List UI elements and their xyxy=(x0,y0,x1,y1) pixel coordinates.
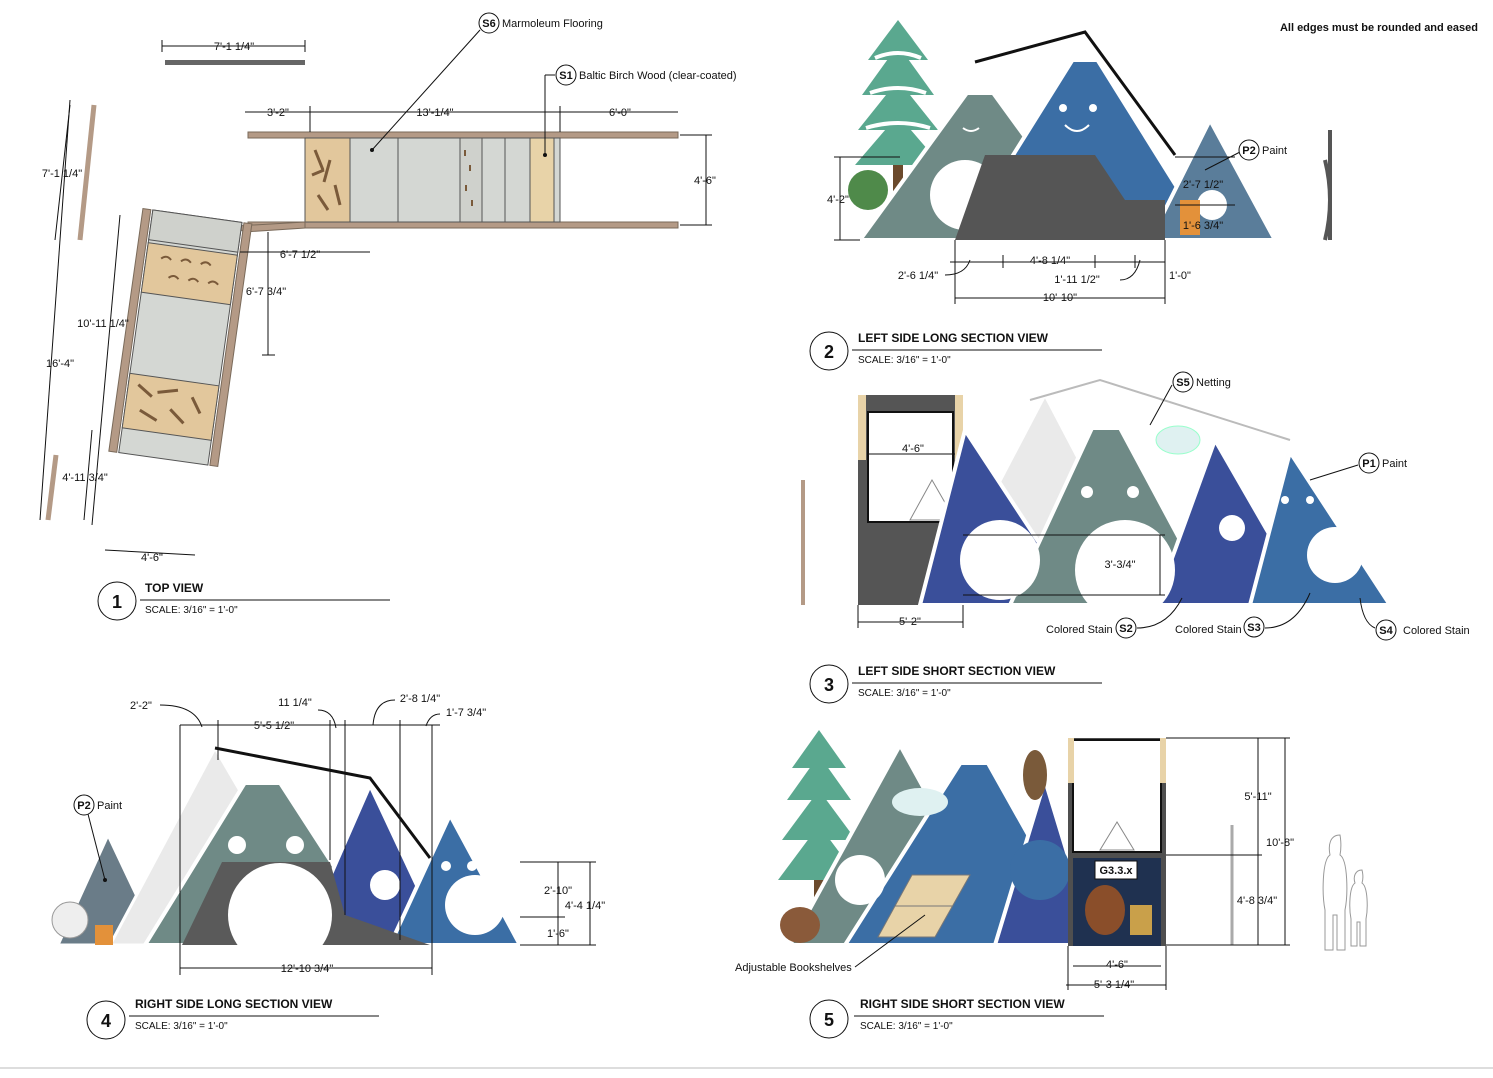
general-note: All edges must be rounded and eased xyxy=(1280,22,1478,34)
view-3-number-circle xyxy=(809,664,849,704)
p2-tag-circle-right xyxy=(73,794,95,816)
s1-tag: S1 xyxy=(559,70,572,82)
dim-v4-9: 12'-10 3/4" xyxy=(281,963,334,975)
view-3-scale: SCALE: 3/16" = 1'-0" xyxy=(858,688,951,699)
view-3-number: 3 xyxy=(824,675,834,695)
dim-v4-2: 11 1/4" xyxy=(278,697,312,709)
view-4-title: RIGHT SIDE LONG SECTION VIEW xyxy=(135,997,333,1011)
dim-top-4: 6'-0" xyxy=(609,107,631,119)
dim-v2-8: 10'-10" xyxy=(1043,292,1077,304)
dim-v2-2: 2'-7 1/2" xyxy=(1183,179,1223,191)
dim-top-6: 7'-1 1/4" xyxy=(42,168,82,180)
p2-tag-circle-top xyxy=(1238,139,1260,161)
view-1-title: TOP VIEW xyxy=(145,581,204,595)
p2-label-top: Paint xyxy=(1262,145,1287,157)
dim-v4-8: 1'-6" xyxy=(547,928,569,940)
dim-top-1: 7'-1 1/4" xyxy=(214,41,254,53)
dim-v3-1: 4'-6" xyxy=(902,443,924,455)
dim-v2-6: 1'-11 1/2" xyxy=(1054,274,1100,286)
p2-tag-top: P2 xyxy=(1242,145,1255,157)
top-view-dimensions xyxy=(39,40,712,556)
dim-top-8: 6'-7 3/4" xyxy=(246,286,286,298)
dim-v5-1: 5'-11" xyxy=(1244,791,1271,803)
dim-v4-4: 1'-7 3/4" xyxy=(446,707,486,719)
p1-label: Paint xyxy=(1382,458,1407,470)
s6-label: Marmoleum Flooring xyxy=(502,18,603,30)
s4-tag: S4 xyxy=(1379,625,1393,637)
dim-v5-3: 4'-8 3/4" xyxy=(1237,895,1277,907)
view-5-number: 5 xyxy=(824,1010,834,1030)
view-3-title: LEFT SIDE SHORT SECTION VIEW xyxy=(858,664,1056,678)
s2-tag-circle xyxy=(1115,617,1137,639)
dim-v3-2: 3'-3/4" xyxy=(1104,559,1135,571)
dim-v4-6: 2'-10" xyxy=(544,885,572,897)
s3-label: Colored Stain xyxy=(1175,624,1242,636)
top-view-drawing xyxy=(45,60,679,521)
s2-label: Colored Stain xyxy=(1046,624,1113,636)
s1-label: Baltic Birch Wood (clear-coated) xyxy=(579,70,737,82)
view-2-title: LEFT SIDE LONG SECTION VIEW xyxy=(858,331,1049,345)
s4-label: Colored Stain xyxy=(1403,625,1470,637)
right-long-section-drawing xyxy=(51,744,524,967)
view-5-scale: SCALE: 3/16" = 1'-0" xyxy=(860,1021,953,1032)
dim-v4-7: 4'-4 1/4" xyxy=(565,900,605,912)
s5-tag: S5 xyxy=(1176,377,1189,389)
bookshelves-label: Adjustable Bookshelves xyxy=(735,962,852,974)
p1-tag-circle xyxy=(1358,452,1380,474)
right-short-section-drawing xyxy=(778,730,1368,951)
view-1-number-circle xyxy=(97,581,137,621)
dim-top-9: 10'-11 1/4" xyxy=(77,318,129,330)
right-short-section-dimensions xyxy=(1066,737,1290,990)
right-long-section-dimensions xyxy=(159,699,596,975)
view-4-number: 4 xyxy=(101,1011,111,1031)
view-4-number-circle xyxy=(86,1000,126,1040)
dim-top-7: 6'-7 1/2" xyxy=(280,249,320,261)
dim-top-2: 3'-2" xyxy=(267,107,289,119)
graphic-tag: G3.3.x xyxy=(1099,865,1133,877)
view-5-title: RIGHT SIDE SHORT SECTION VIEW xyxy=(860,997,1065,1011)
s3-tag: S3 xyxy=(1247,622,1260,634)
dim-v4-5: 5'-5 1/2" xyxy=(254,720,294,732)
s4-tag-circle xyxy=(1375,619,1397,641)
s1-tag-circle xyxy=(555,64,577,86)
dim-top-12: 4'-6" xyxy=(141,552,163,564)
s5-tag-circle xyxy=(1172,371,1194,393)
view-2-number: 2 xyxy=(824,342,834,362)
p2-label-right: Paint xyxy=(97,800,122,812)
view-4-scale: SCALE: 3/16" = 1'-0" xyxy=(135,1021,228,1032)
dim-top-10: 16'-4" xyxy=(46,358,74,370)
dim-v2-4: 4'-8 1/4" xyxy=(1030,255,1070,267)
dim-v2-1: 4'-2" xyxy=(827,194,849,206)
dim-top-3: 13'-1/4" xyxy=(416,107,453,119)
p2-tag-right: P2 xyxy=(77,800,90,812)
dim-v4-1: 2'-2" xyxy=(130,700,152,712)
left-long-section-dimensions xyxy=(834,156,1235,304)
left-short-section-drawing xyxy=(801,378,1394,620)
view-2-scale: SCALE: 3/16" = 1'-0" xyxy=(858,355,951,366)
dim-v5-5: 5'-3 1/4" xyxy=(1094,979,1134,991)
dim-v5-4: 4'-6" xyxy=(1106,959,1128,971)
s2-tag: S2 xyxy=(1119,623,1132,635)
dim-v2-5: 2'-6 1/4" xyxy=(898,270,938,282)
s3-tag-circle xyxy=(1243,616,1265,638)
dim-v5-2: 10'-8" xyxy=(1266,837,1294,849)
graphic-tag-box xyxy=(1094,860,1138,880)
left-short-section-dimensions xyxy=(857,453,1165,628)
s6-tag: S6 xyxy=(482,18,495,30)
view-5-number-circle xyxy=(809,999,849,1039)
left-long-section-drawing xyxy=(848,20,1332,242)
dim-top-5: 4'-6" xyxy=(694,175,716,187)
view-1-scale: SCALE: 3/16" = 1'-0" xyxy=(145,605,238,616)
dim-top-11: 4'-11 3/4" xyxy=(62,472,108,484)
s5-label: Netting xyxy=(1196,377,1231,389)
dim-v2-3: 1'-6 3/4" xyxy=(1183,220,1223,232)
dim-v3-3: 5'-2" xyxy=(899,616,921,628)
p1-tag: P1 xyxy=(1362,458,1375,470)
dim-v4-3: 2'-8 1/4" xyxy=(400,693,440,705)
view-1-number: 1 xyxy=(112,592,122,612)
view-2-number-circle xyxy=(809,331,849,371)
dim-v2-7: 1'-0" xyxy=(1169,270,1191,282)
s6-tag-circle xyxy=(478,12,500,34)
